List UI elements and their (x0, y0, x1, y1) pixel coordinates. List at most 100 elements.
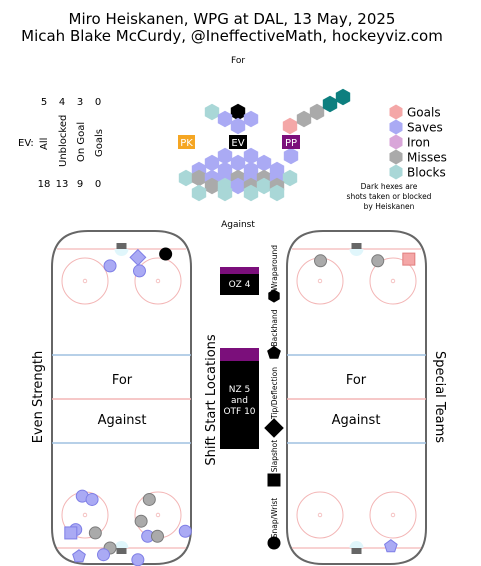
shot-type-circle-icon (267, 536, 281, 550)
legend-swatch-goals (389, 104, 403, 120)
hex-cell (282, 117, 298, 135)
shot-marker-save (72, 549, 86, 563)
hex-cell (178, 169, 194, 187)
goal-net (116, 548, 127, 554)
goal-crease (114, 541, 129, 548)
rink-even-strength (51, 230, 192, 565)
summary-header-ongoal: On Goal (76, 122, 87, 162)
shot-marker-save (131, 553, 145, 566)
shot-type-label-tip-deflection: Tip/Deflection (270, 367, 279, 420)
faceoff-circle (296, 491, 344, 539)
state-label-pk: PK (180, 138, 193, 149)
rink-left-title: Even Strength (31, 351, 46, 444)
hex-cell (217, 184, 233, 202)
shot-type-hexagon-icon (268, 289, 280, 303)
summary-row-label: EV: (18, 138, 34, 149)
hex-cell (204, 154, 220, 172)
shot-marker-save (85, 492, 99, 506)
shot-type-label-snap-wrist: Snap/Wrist (270, 498, 279, 539)
hex-cell (283, 147, 299, 165)
hex-cell (309, 103, 325, 121)
shot-type-key: WraparoundBackhandTip/DeflectionSlapshot… (264, 245, 284, 550)
hex-note-line1: Dark hexes are (361, 182, 418, 191)
summary-for-ongoal: 3 (77, 97, 83, 108)
state-label-ev: EV (231, 138, 244, 149)
hex-cell (282, 169, 298, 187)
summary-against-ongoal: 9 (77, 179, 83, 190)
chart-title: Miro Heiskanen, WPG at DAL, 13 May, 2025 (69, 10, 396, 28)
hex-cell (256, 154, 272, 172)
legend-label-saves: Saves (407, 121, 443, 135)
shot-marker-save (129, 248, 147, 266)
faceoff-dot (390, 512, 396, 518)
summary-header-all: All (39, 138, 50, 150)
shot-type-label-backhand: Backhand (270, 309, 279, 346)
shot-type-square-icon (267, 473, 281, 487)
shift-start-nz-line1: NZ 5 (229, 385, 251, 395)
shot-marker-goal (402, 252, 416, 266)
summary-header-unblocked: Unblocked (58, 115, 69, 167)
summary-against-all: 18 (38, 179, 51, 190)
summary-table: EV: All Unblocked On Goal Goals 5 4 3 0 … (18, 97, 105, 190)
hex-cell (243, 184, 259, 202)
goal-crease (114, 249, 129, 256)
goal-crease (349, 541, 364, 548)
shot-marker-miss (88, 526, 102, 540)
summary-for-unblocked: 4 (59, 97, 65, 108)
faceoff-circle (369, 491, 417, 539)
hex-cell (217, 110, 233, 128)
legend-swatch-saves (389, 119, 403, 135)
goal-net (351, 243, 362, 249)
state-badge-pp: PP (282, 135, 300, 149)
hex-cell (191, 169, 207, 187)
state-badge-pk: PK (178, 135, 195, 149)
state-badge-ev: EV (229, 135, 247, 149)
shot-type-pentagon-icon (267, 345, 281, 359)
hex-cell (230, 154, 246, 172)
shift-start-oz: OZ 4 (220, 267, 259, 295)
faceoff-circle (369, 257, 417, 305)
rink-left-against-label: Against (98, 413, 147, 428)
shots-special-teams (314, 252, 416, 553)
hex-cell (256, 177, 272, 195)
shot-marker-miss (314, 254, 328, 268)
hex-cell (243, 147, 259, 165)
shots-even-strength (64, 247, 192, 566)
shot-type-label-wraparound: Wraparound (270, 245, 279, 291)
legend-label-goals: Goals (407, 106, 441, 120)
hex-cell (230, 117, 246, 135)
faceoff-dot (155, 512, 161, 518)
hex-cell (191, 184, 207, 202)
shift-start-title: Shift Start Locations (204, 334, 219, 466)
rink-special-teams (286, 230, 427, 565)
hex-cell (322, 95, 338, 113)
shot-marker-miss (371, 254, 385, 268)
rink-right-for-label: For (346, 373, 367, 388)
shift-start-oz-label: OZ 4 (229, 280, 251, 290)
hex-cell (243, 110, 259, 128)
shift-start-nz-line2: and (231, 396, 248, 406)
summary-header-goals: Goals (94, 129, 105, 157)
hex-note-line2: shots taken or blocked (347, 192, 432, 201)
faceoff-dot (82, 278, 88, 284)
chart-subtitle: Micah Blake McCurdy, @IneffectiveMath, h… (21, 27, 443, 45)
rink-boards (286, 230, 427, 565)
summary-against-unblocked: 13 (56, 179, 69, 190)
legend-swatch-iron (389, 134, 403, 150)
faceoff-circle (134, 257, 182, 305)
goal-net (351, 548, 362, 554)
summary-against-goals: 0 (95, 179, 101, 190)
legend-label-blocks: Blocks (407, 166, 446, 180)
legend-label-misses: Misses (407, 151, 447, 165)
shot-marker-save (132, 264, 146, 278)
hex-cell (204, 103, 220, 121)
hex-cell (217, 147, 233, 165)
faceoff-dot (155, 278, 161, 284)
rink-right-title: Special Teams (432, 351, 447, 443)
hex-cell (230, 103, 246, 121)
shot-marker-miss (134, 514, 148, 528)
shot-marker-save (384, 539, 398, 553)
shot-type-label-slapshot: Slapshot (270, 440, 279, 472)
